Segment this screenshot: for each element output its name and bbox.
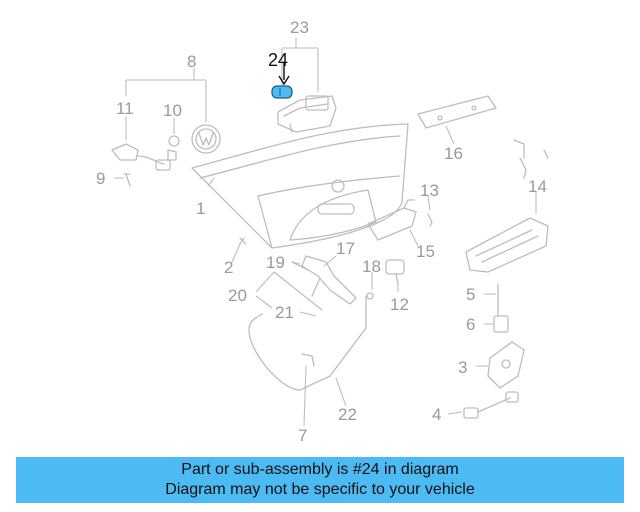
callout-6: 6 bbox=[466, 315, 476, 334]
bracket-part-14 bbox=[465, 139, 549, 273]
callout-20: 20 bbox=[228, 286, 247, 305]
callout-16: 16 bbox=[444, 144, 463, 163]
info-banner: Part or sub-assembly is #24 in diagram D… bbox=[16, 457, 624, 503]
callout-17: 17 bbox=[336, 239, 355, 258]
lock-cylinder-part-11 bbox=[111, 143, 171, 171]
callout-21: 21 bbox=[275, 303, 294, 322]
callout-5: 5 bbox=[466, 285, 476, 304]
latch-assembly-part-23 bbox=[277, 95, 337, 133]
callout-13: 13 bbox=[420, 181, 439, 200]
callout-1: 1 bbox=[196, 199, 206, 218]
clip-part-7 bbox=[301, 353, 315, 367]
callout-24: 24 bbox=[268, 50, 289, 70]
callout-18: 18 bbox=[362, 257, 381, 276]
callout-10: 10 bbox=[163, 101, 182, 120]
handle-part-15 bbox=[367, 199, 417, 241]
plate-part-16 bbox=[417, 95, 497, 129]
strut-part-20 bbox=[273, 271, 323, 311]
cable-part-22 bbox=[248, 295, 367, 391]
callout-12: 12 bbox=[390, 295, 409, 314]
strut-part-21 bbox=[291, 261, 309, 271]
cable-part-4 bbox=[463, 391, 519, 419]
callout-11: 11 bbox=[116, 99, 134, 118]
bolt-part-18 bbox=[366, 292, 374, 300]
exploded-parts-diagram bbox=[111, 38, 549, 427]
clip-part-10 bbox=[167, 135, 180, 161]
callout-9: 9 bbox=[96, 169, 106, 188]
callout-2: 2 bbox=[224, 258, 234, 277]
callout-7: 7 bbox=[298, 426, 308, 445]
latch-part-6 bbox=[493, 315, 509, 333]
actuator-part-12 bbox=[385, 259, 405, 285]
trunk-lid-part bbox=[191, 123, 409, 249]
bolt-part-2 bbox=[239, 237, 247, 245]
callout-3: 3 bbox=[458, 358, 468, 377]
callout-19: 19 bbox=[266, 253, 285, 272]
callout-15: 15 bbox=[416, 242, 435, 261]
clip-part-13 bbox=[427, 213, 433, 227]
screw-part-9 bbox=[123, 173, 131, 187]
callout-4: 4 bbox=[432, 405, 442, 424]
emblem-part-8 bbox=[191, 124, 221, 154]
callout-23: 23 bbox=[290, 18, 309, 37]
latch-part-3 bbox=[487, 341, 525, 389]
banner-line-part-info: Part or sub-assembly is #24 in diagram bbox=[181, 461, 459, 478]
callout-8: 8 bbox=[187, 52, 197, 71]
hinge-part-17 bbox=[301, 255, 357, 305]
highlighted-part-24 bbox=[271, 62, 293, 99]
callout-22: 22 bbox=[338, 405, 357, 424]
callout-14: 14 bbox=[528, 177, 547, 196]
banner-line-disclaimer: Diagram may not be specific to your vehi… bbox=[165, 481, 475, 498]
